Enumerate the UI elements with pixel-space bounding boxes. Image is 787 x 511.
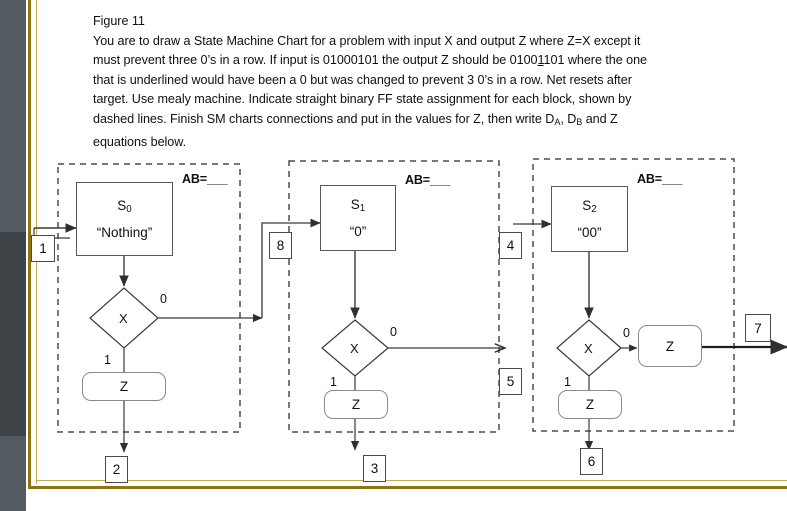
body-line-5: dashed lines. Finish SM charts connectio… bbox=[93, 110, 765, 133]
connector-box-3: 3 bbox=[363, 455, 386, 482]
decision-label-s1: X bbox=[350, 341, 359, 356]
output-box-s1: Z bbox=[324, 390, 388, 419]
branch-zero-label-s0: 0 bbox=[160, 292, 167, 306]
state-desc-s1: “0” bbox=[349, 224, 367, 240]
underlined-bit: 1 bbox=[537, 53, 544, 68]
vertical-scrollbar-track[interactable] bbox=[0, 0, 26, 511]
decision-label-s2: X bbox=[584, 341, 593, 356]
body-line-5-b: , D bbox=[560, 111, 577, 126]
state-box-s2: S2 “00” bbox=[551, 186, 628, 252]
connector-box-6: 6 bbox=[580, 448, 603, 475]
state-name-s0: S0 bbox=[117, 197, 132, 216]
state-name-s2: S2 bbox=[582, 197, 597, 216]
connector-box-2: 2 bbox=[105, 456, 128, 483]
branch-one-label-s0: 1 bbox=[104, 353, 111, 367]
connector-box-4: 4 bbox=[499, 232, 522, 259]
branch-zero-label-s1: 0 bbox=[390, 325, 397, 339]
body-line-2: must prevent three 0’s in a row. If inpu… bbox=[93, 51, 765, 71]
body-line-4: target. Use mealy machine. Indicate stra… bbox=[93, 92, 632, 107]
subscript-b: B bbox=[576, 116, 583, 127]
output-box-s0: Z bbox=[82, 372, 166, 401]
subscript-a: A bbox=[554, 116, 561, 127]
ab-label-s2: AB=___ bbox=[637, 172, 683, 186]
connector-box-5: 5 bbox=[499, 368, 522, 395]
body-line-2-b: 101 where the one bbox=[543, 53, 648, 68]
branch-one-label-s1: 1 bbox=[330, 375, 337, 389]
body-line-5-a: dashed lines. Finish SM charts connectio… bbox=[93, 111, 555, 126]
state-box-s0: S0 “Nothing” bbox=[76, 182, 173, 256]
state-desc-s2: “00” bbox=[577, 225, 602, 241]
ab-label-s0: AB=___ bbox=[182, 172, 228, 186]
body-line-6: equations below. bbox=[93, 134, 187, 149]
state-box-s1: S1 “0” bbox=[320, 185, 396, 251]
output-box-s2-zero-branch: Z bbox=[638, 325, 702, 367]
figure-description: Figure 11 You are to draw a State Machin… bbox=[93, 12, 765, 152]
body-line-5-c: and Z bbox=[582, 111, 618, 126]
branch-one-label-s2: 1 bbox=[564, 375, 571, 389]
branch-zero-label-s2: 0 bbox=[623, 326, 630, 340]
connector-box-7: 7 bbox=[745, 314, 771, 342]
body-line-3: that is underlined would have been a 0 b… bbox=[93, 72, 632, 87]
output-box-s2: Z bbox=[558, 390, 622, 419]
body-line-1: You are to draw a State Machine Chart fo… bbox=[93, 33, 641, 48]
vertical-scrollbar-thumb[interactable] bbox=[0, 232, 26, 436]
page-border-rule-bottom bbox=[36, 480, 787, 481]
decision-label-s0: X bbox=[119, 311, 128, 326]
body-line-2-a: must prevent three 0’s in a row. If inpu… bbox=[93, 53, 538, 68]
state-desc-s0: “Nothing” bbox=[96, 225, 153, 241]
ab-label-s1: AB=___ bbox=[405, 173, 451, 187]
connector-box-1: 1 bbox=[31, 235, 55, 262]
connector-box-8: 8 bbox=[269, 232, 292, 259]
state-name-s1: S1 bbox=[350, 196, 366, 215]
figure-label: Figure 11 bbox=[93, 14, 145, 28]
